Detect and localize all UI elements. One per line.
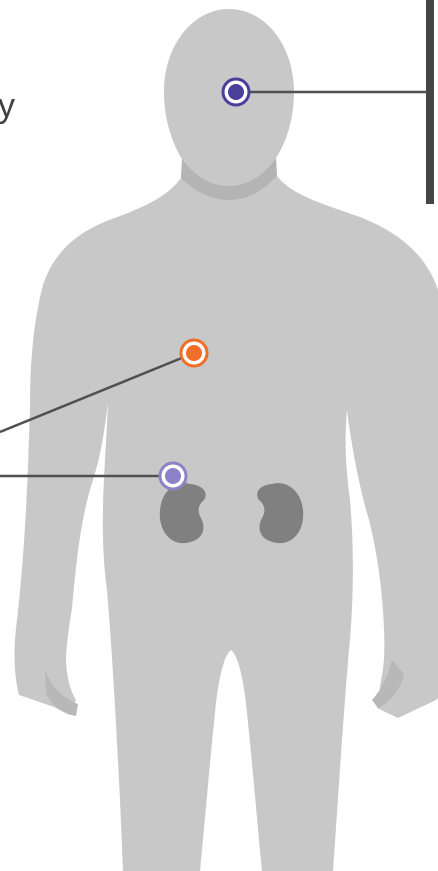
left-kidney	[160, 483, 206, 543]
kidney-marker[interactable]	[160, 463, 186, 489]
abdomen-marker[interactable]	[181, 340, 207, 366]
body-silhouette	[15, 9, 438, 871]
head-marker[interactable]	[223, 79, 249, 105]
cut-off-label: y	[0, 89, 15, 123]
right-bracket-bar	[426, 0, 434, 204]
